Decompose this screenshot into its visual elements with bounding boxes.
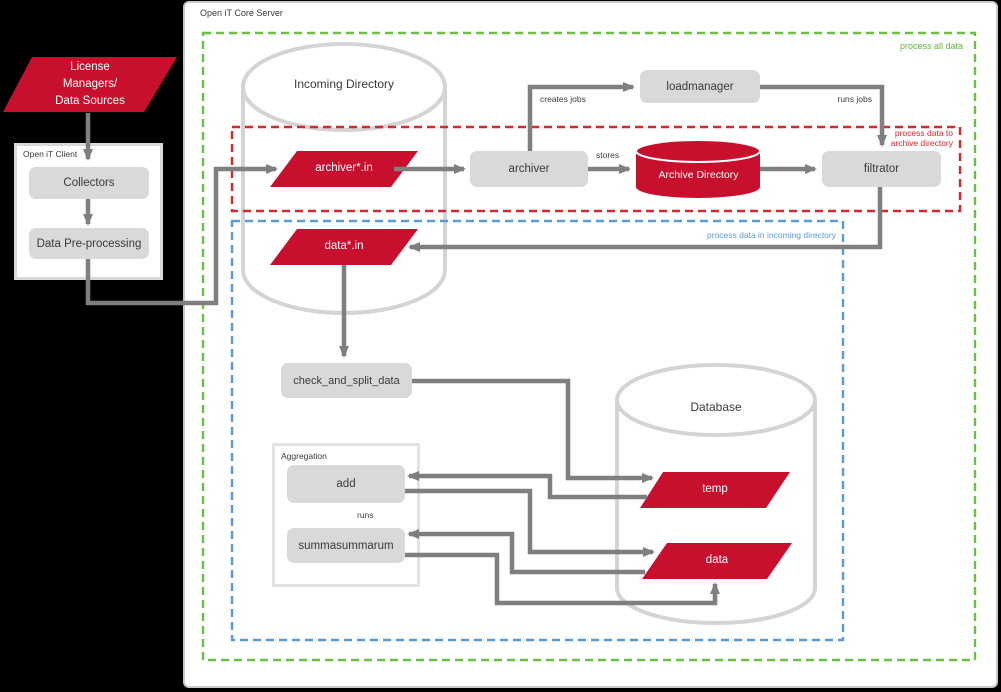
arrow-summasummarum-to-data-table	[405, 552, 720, 606]
flow-arrows	[83, 82, 887, 606]
region-label-process-all-data: process all data	[899, 41, 963, 51]
license-line3: Data Sources	[55, 95, 125, 107]
runs-jobs-edge-label: runs jobs	[837, 94, 873, 104]
arrow-filtrator-to-data-file	[408, 187, 883, 252]
filtrator-node: filtrator	[822, 151, 941, 187]
arrow-add-to-data-table	[405, 488, 655, 557]
incoming-directory-title: Incoming Directory	[293, 77, 395, 91]
temp-table-shape	[640, 472, 790, 508]
data-table-label: data	[705, 554, 729, 566]
runs-edge-label: runs	[357, 510, 374, 520]
aggregation-title: Aggregation	[281, 451, 327, 461]
archiver-file-shape	[270, 151, 418, 187]
license-line1: License	[70, 61, 110, 73]
license-sources-label: License Managers/ Data Sources	[17, 59, 163, 110]
region-incoming-directory	[230, 219, 845, 642]
archiver-node: archiver	[470, 151, 588, 187]
license-line2: Managers/	[62, 78, 118, 90]
arrow-check-to-temp	[412, 378, 654, 483]
region-label-archive-line2: archive directory	[890, 138, 953, 148]
region-archive-directory	[230, 125, 962, 213]
summasummarum-node: summasummarum	[287, 528, 405, 563]
check-and-split-node: check_and_split_data	[281, 363, 412, 398]
license-sources-shape	[3, 57, 177, 112]
client-title: Open iT Client	[23, 149, 78, 159]
region-process-all-data	[201, 31, 977, 662]
region-label-archive-line1: process data to	[894, 128, 953, 138]
region-label-incoming: process data in incoming directory	[707, 230, 836, 240]
region-label-archive: process data to archive directory	[878, 128, 953, 148]
loadmanager-node: loadmanager	[640, 70, 760, 103]
add-node: add	[287, 465, 405, 503]
archiver-file-label: archiver*.in	[315, 162, 373, 174]
data-table-shape	[642, 543, 792, 579]
stores-edge-label: stores	[596, 150, 620, 160]
creates-jobs-edge-label: creates jobs	[540, 94, 586, 104]
data-file-label: data*.in	[324, 240, 364, 252]
arrow-temp-to-add	[407, 471, 647, 500]
arrow-preprocessing-to-archiver-file	[85, 164, 278, 306]
data-file-shape	[270, 229, 418, 265]
database-title: Database	[690, 400, 742, 414]
temp-table-label: temp	[702, 483, 728, 495]
arrow-data-table-to-summasummarum	[407, 529, 645, 575]
arrow-loadmanager-to-filtrator	[760, 84, 887, 147]
preprocessing-node: Data Pre-processing	[29, 228, 149, 259]
archive-directory-title: Archive Directory	[658, 169, 739, 181]
arrow-archiver-to-loadmanager	[527, 82, 635, 151]
core-server-title: Open iT Core Server	[200, 8, 283, 18]
archive-directory-cylinder	[635, 139, 761, 198]
collectors-node: Collectors	[29, 167, 149, 199]
